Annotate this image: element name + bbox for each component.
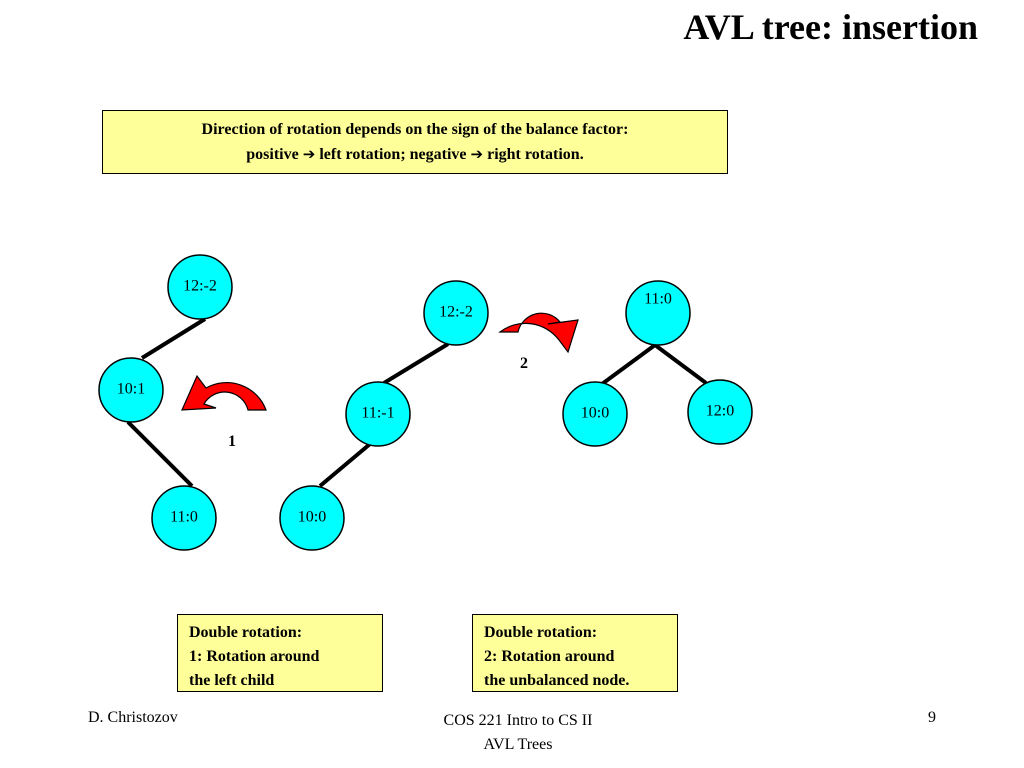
double-rotation-note-1: Double rotation: 1: Rotation around the … bbox=[177, 614, 383, 692]
tree3-right-node: 12:0 bbox=[687, 379, 753, 445]
tree2-left-label: 11:-1 bbox=[361, 405, 394, 422]
note2-line: 2: Rotation around bbox=[484, 648, 615, 665]
note-text-left-rotation: left rotation; negative bbox=[315, 146, 471, 163]
tree1-root-node: 12:-2 bbox=[167, 254, 233, 320]
tree1-root-label: 12:-2 bbox=[183, 278, 217, 295]
tree2-leaf-node: 10:0 bbox=[279, 485, 345, 551]
footer-course-line-1: COS 221 Intro to CS II bbox=[443, 712, 593, 729]
tree3-edge-root-left bbox=[600, 343, 657, 386]
note1-line: 1: Rotation around bbox=[189, 648, 320, 665]
rotation-direction-note: Direction of rotation depends on the sig… bbox=[102, 110, 728, 174]
tree3-edge-root-right bbox=[653, 343, 708, 385]
right-arrow-icon: ➔ bbox=[470, 145, 484, 163]
tree2-root-node: 12:-2 bbox=[423, 280, 489, 346]
footer-course: COS 221 Intro to CS II AVL Trees bbox=[418, 709, 618, 757]
note-text-right-rotation: right rotation. bbox=[483, 146, 584, 163]
note2-line: the unbalanced node. bbox=[484, 672, 630, 689]
tree1-left-label: 10:1 bbox=[117, 381, 145, 398]
step-2-label: 2 bbox=[520, 355, 528, 372]
right-arrow-icon: ➔ bbox=[302, 145, 316, 163]
rotation-2-curved-arrow-icon bbox=[498, 312, 579, 354]
tree1-edge-root-left bbox=[140, 317, 207, 360]
note1-line: the left child bbox=[189, 672, 275, 689]
tree3-left-label: 10:0 bbox=[581, 405, 609, 422]
note-line-2: positive ➔ left rotation; negative ➔ rig… bbox=[103, 142, 727, 167]
step-1-label: 1 bbox=[228, 433, 236, 450]
tree3-root-node: 11:0 bbox=[625, 280, 691, 346]
tree2-root-label: 12:-2 bbox=[439, 304, 473, 321]
tree3-right-label: 12:0 bbox=[706, 403, 734, 420]
double-rotation-note-2: Double rotation: 2: Rotation around the … bbox=[472, 614, 678, 692]
tree1-edge-left-leaf bbox=[126, 420, 194, 488]
tree2-left-node: 11:-1 bbox=[345, 381, 411, 447]
tree1-leaf-node: 11:0 bbox=[151, 485, 217, 551]
tree3-left-node: 10:0 bbox=[562, 381, 628, 447]
tree2-edge-root-left bbox=[382, 342, 450, 385]
note1-line: Double rotation: bbox=[189, 624, 303, 641]
footer-page-number: 9 bbox=[928, 709, 936, 726]
tree3-root-label: 11:0 bbox=[644, 291, 672, 308]
footer-course-line-2: AVL Trees bbox=[483, 736, 553, 753]
note2-line: Double rotation: bbox=[484, 624, 598, 641]
tree1-leaf-label: 11:0 bbox=[170, 509, 198, 526]
note-line-1: Direction of rotation depends on the sig… bbox=[201, 121, 629, 138]
tree2-edge-left-leaf bbox=[318, 442, 372, 488]
note-text-positive: positive bbox=[246, 146, 303, 163]
tree2-leaf-label: 10:0 bbox=[298, 509, 326, 526]
rotation-1-curved-arrow-icon bbox=[181, 374, 267, 411]
footer-author: D. Christozov bbox=[88, 709, 178, 726]
page-title: AVL tree: insertion bbox=[683, 7, 978, 47]
tree1-left-node: 10:1 bbox=[98, 357, 164, 423]
